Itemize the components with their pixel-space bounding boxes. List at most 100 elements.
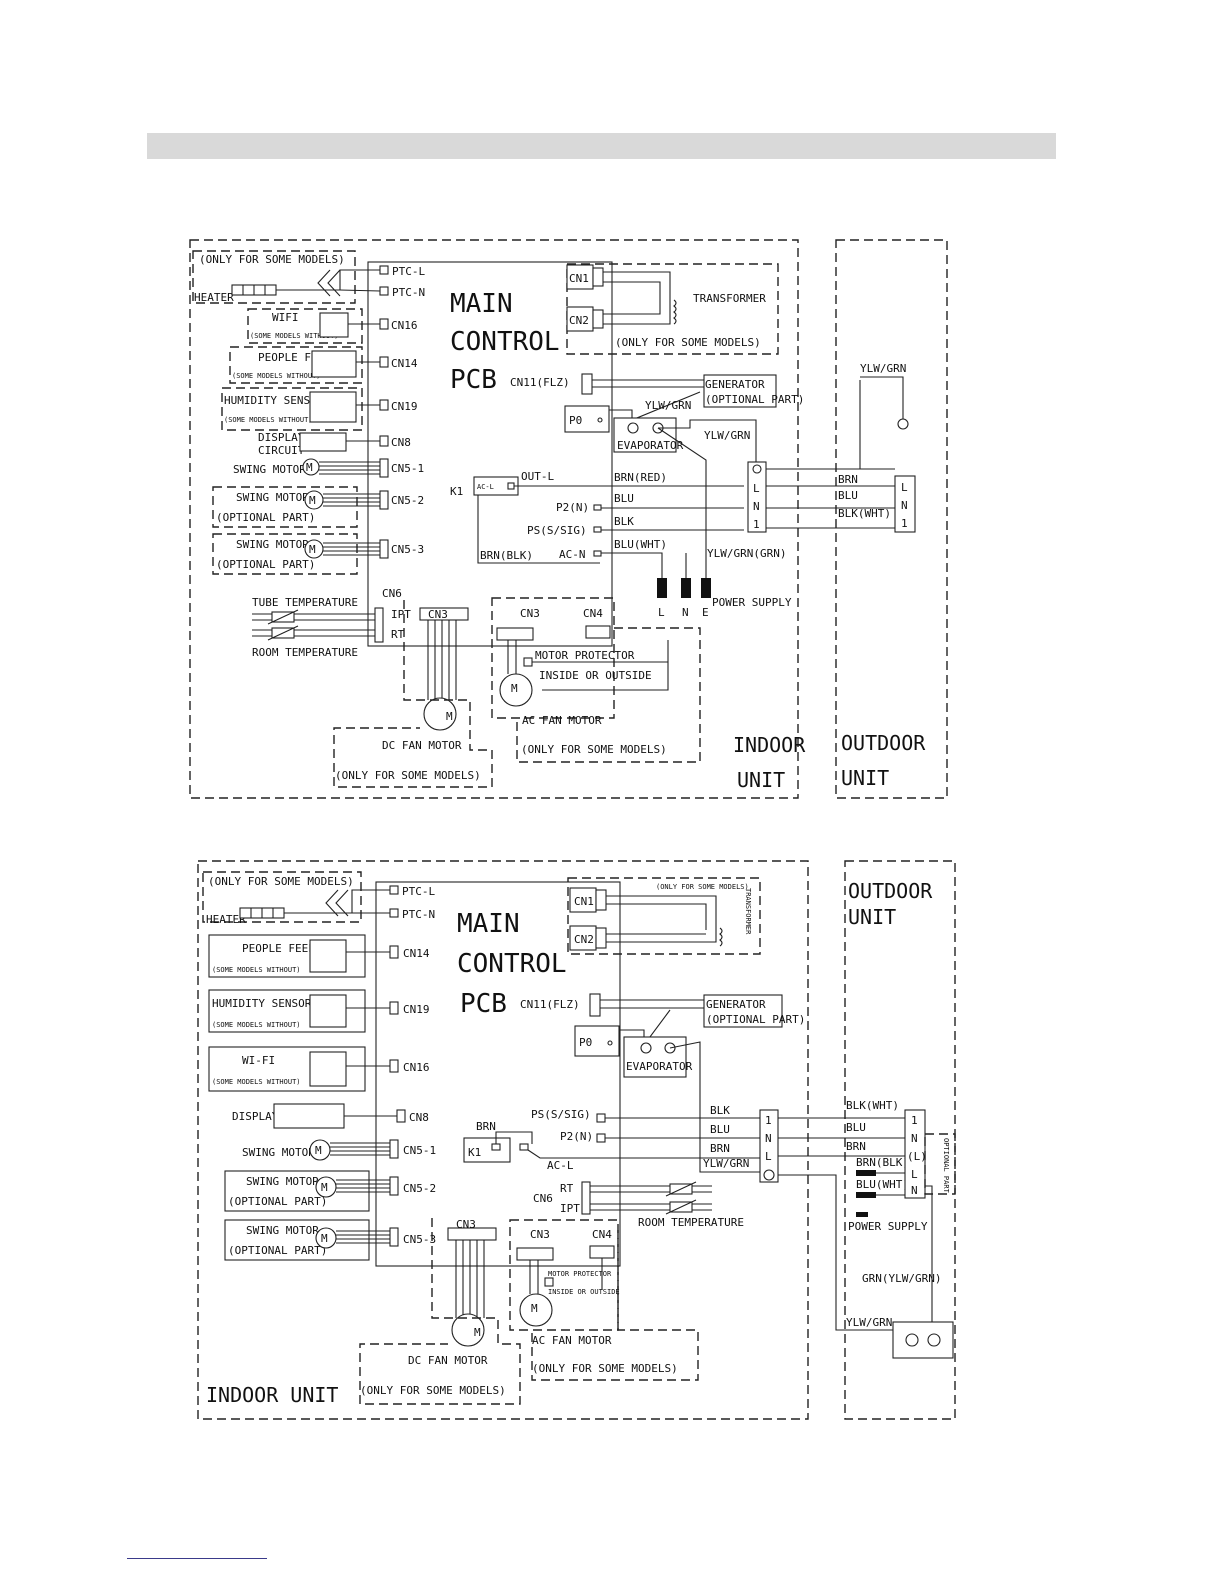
indoor-unit-label-1: INDOOR [733,733,806,757]
outdoor-blk-wht-label: BLK(WHT) [838,507,891,520]
p0-label: P0 [569,414,582,427]
strip-in-n-2: N [765,1132,772,1145]
ptc-l-label: PTC-L [392,265,425,278]
indoor-terminal-strip-2 [759,1109,779,1183]
cn3-dc-label: CN3 [428,608,448,621]
evaporator-box [613,417,677,453]
ylw-grn-label-right: YLW/GRN [704,429,750,442]
cn3-ac-label-2: CN3 [530,1228,550,1241]
strip-out-n2-2: N [911,1184,918,1197]
heater-label-2: HEATER [206,913,246,926]
outdoor-unit-label-1: OUTDOOR [841,731,926,755]
transformer-label-2: TRANSFORMER [744,888,752,935]
wire-blu-label-2: BLU [710,1123,730,1136]
outdoor-brn-label: BRN [838,473,858,486]
pcb-title-line2: CONTROL [450,327,560,357]
k1-label-2: K1 [468,1146,481,1159]
wifi-box [247,308,363,344]
dc-fan-motor-icon [423,697,457,731]
generator-note: (OPTIONAL PART) [705,393,804,406]
motor-m-glyph: M [511,682,518,695]
ps-label: PS(S/SIG) [527,524,587,537]
indoor-unit-frame [189,239,799,799]
heater-note: (ONLY FOR SOME MODELS) [199,253,345,266]
outdoor-unit-frame [835,239,948,799]
wiring-diagram-2: (ONLY FOR SOME MODELS) HEATER PTC-L PTC-… [197,860,956,1420]
p0-label-2: P0 [579,1036,592,1049]
indoor-unit-label-2: INDOOR UNIT [206,1383,338,1407]
pcb-title-line3: PCB [450,365,497,395]
swing-motor-3-box [212,533,358,575]
motor-protector-2: INSIDE OR OUTSIDE [539,669,652,682]
humidity-box [221,387,363,431]
blu-wht-label: BLU(WHT) [614,538,667,551]
people-feel-note-2: (SOME MODELS WITHOUT) [212,966,301,974]
cn3-ac-label: CN3 [520,607,540,620]
cn5-3-label-2: CN5-3 [403,1233,436,1246]
indoor-terminal-strip [747,461,767,533]
cn4-label: CN4 [583,607,603,620]
cn6-label-2: CN6 [533,1192,553,1205]
swing-motor-3-note: (OPTIONAL PART) [216,558,315,571]
room-temp-label-2: ROOM TEMPERATURE [638,1216,744,1229]
cn11-label-2: CN11(FLZ) [520,998,580,1011]
cn11-label: CN11(FLZ) [510,376,570,389]
swing-motor-3-label-2: SWING MOTOR [246,1224,319,1237]
outdoor-blu-wht-label-2: BLU(WHT) [856,1178,909,1191]
strip-out-1: 1 [901,517,908,530]
rt-label: RT [391,628,405,641]
display-label-2: DISPLAY [232,1110,279,1123]
motor-protector-2b: INSIDE OR OUTSIDE [548,1288,620,1296]
ground-icon [905,1333,919,1347]
display-label-2: CIRCUIT [258,444,305,457]
strip-out-n-2: N [911,1132,918,1145]
indoor-unit-frame-2 [197,860,809,1420]
swing-motor-2-box [212,486,358,528]
plug-e-label: E [702,606,709,619]
pcb-title-2-line1: MAIN [457,909,520,939]
outdoor-terminal-strip [894,475,916,533]
wiring-diagram-1: (ONLY FOR SOME MODELS) HEATER PTC-L PTC-… [189,239,948,799]
section-header-bar [147,133,1056,159]
strip-in-l: L [753,482,760,495]
motor-m-glyph: M [474,1326,481,1339]
motor-m-glyph: M [309,543,316,556]
cn5-2-label-2: CN5-2 [403,1182,436,1195]
swing-motor-3-note-2: (OPTIONAL PART) [228,1244,327,1257]
cn16-label: CN16 [391,319,418,332]
ps-label-2: PS(S/SIG) [531,1108,591,1121]
transformer-label: TRANSFORMER [693,292,766,305]
cn16-label-2: CN16 [403,1061,430,1074]
brn-label-2: BRN [476,1120,496,1133]
optional-part-label-2: OPTIONAL PART [942,1138,950,1194]
wire-brn-label-2: BRN [710,1142,730,1155]
motor-m-glyph: M [309,494,316,507]
ac-fan-motor-icon [499,673,533,707]
generator-label: GENERATOR [705,378,765,391]
ptc-l-label-2: PTC-L [402,885,435,898]
humidity-note-2: (SOME MODELS WITHOUT) [212,1021,301,1029]
cn14-label: CN14 [391,357,418,370]
cn5-2-label: CN5-2 [391,494,424,507]
main-pcb-outline-2 [375,881,621,1267]
swing-motor-2-note-2: (OPTIONAL PART) [228,1195,327,1208]
ground-icon [927,1333,941,1347]
acl-label: AC-L [477,483,494,491]
rt-label-2: RT [560,1182,574,1195]
motor-protector-2a: MOTOR PROTECTOR [548,1270,612,1278]
acl-label-2: AC-L [547,1159,574,1172]
transformer-box-2 [567,877,761,955]
transformer-note-2: (ONLY FOR SOME MODELS) [656,883,749,891]
dc-fan-note-2: (ONLY FOR SOME MODELS) [360,1384,506,1397]
strip-in-1-2: 1 [765,1114,772,1127]
grn-ylw-grn-label-2: GRN(YLW/GRN) [862,1272,941,1285]
outdoor-brn-label-2: BRN [846,1140,866,1153]
outdoor-unit-label-2a: OUTDOOR [848,879,933,903]
cn6-label: CN6 [382,587,402,600]
strip-in-n: N [753,500,760,513]
generator-label-2: GENERATOR [706,998,766,1011]
strip-out-1-2: 1 [911,1114,918,1127]
heater-note-2: (ONLY FOR SOME MODELS) [208,875,354,888]
dc-fan-motor-icon-2 [451,1313,485,1347]
out-l-label: OUT-L [521,470,554,483]
